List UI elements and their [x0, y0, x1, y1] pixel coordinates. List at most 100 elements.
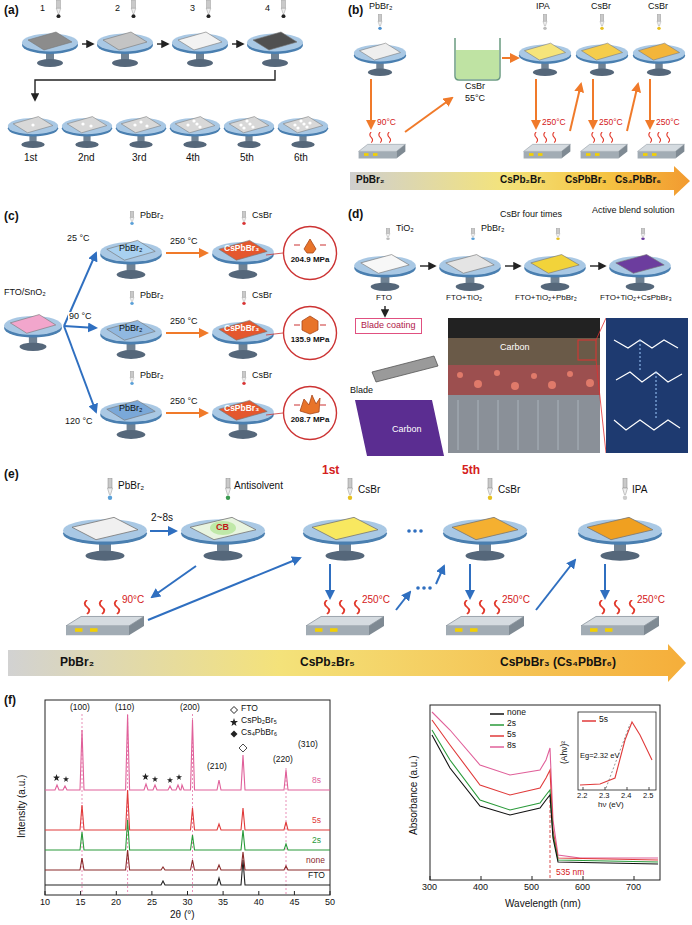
panel-e-art	[419, 529, 423, 533]
text-label: PbBr₂	[140, 211, 164, 221]
panel-b-art	[576, 43, 628, 76]
text-label: CsPbBr₃	[224, 244, 259, 253]
absorbance-chart	[430, 705, 660, 880]
text-label: CB	[216, 523, 229, 533]
text-label: 3	[190, 4, 195, 14]
text-label: 600	[575, 883, 590, 893]
text-label: PbBr₂	[369, 2, 393, 12]
text-label: (210)	[207, 762, 227, 771]
xrd-chart	[286, 768, 287, 895]
panel-d-art	[494, 370, 500, 376]
legend-text: 5s	[599, 715, 608, 724]
text-label: 45	[289, 898, 299, 908]
text-label: 30	[183, 898, 193, 908]
text-label: CsPbBr₃	[224, 404, 259, 413]
panel-b-art	[543, 14, 547, 30]
panel-e-art	[443, 517, 527, 560]
panel-e-art	[66, 600, 144, 635]
text-label: CsBr	[252, 291, 272, 301]
panel-e-art	[416, 586, 420, 590]
panel-e-art	[306, 600, 384, 635]
text-label: IPA	[632, 484, 647, 495]
panel-d-art	[448, 338, 600, 365]
panel-letter: (c)	[4, 210, 19, 223]
panel-e-art	[152, 566, 196, 597]
text-label: Cs₄PbBr₆	[615, 174, 661, 185]
panel-c-art	[100, 400, 162, 439]
text-label: 250°C	[637, 594, 665, 605]
panel-e-art	[488, 478, 493, 500]
panel-e-art	[407, 529, 432, 590]
text-label: 55°C	[465, 94, 485, 104]
panel-d-art	[448, 318, 600, 338]
panel-b-art	[350, 14, 690, 196]
text-label: 250 °C	[170, 397, 198, 407]
panel-c-art	[64, 326, 96, 412]
circle-outline	[284, 387, 337, 440]
panel-d-art	[558, 400, 559, 450]
panel-d-art	[590, 265, 605, 266]
panel-e-art	[150, 530, 176, 532]
text-label: Absorbance (a.u.)	[408, 756, 419, 836]
circle-outline	[282, 225, 338, 281]
circle-outline	[282, 305, 338, 361]
panel-c-art	[242, 291, 246, 305]
panel-a-art	[224, 117, 274, 149]
panel-a-art	[81, 122, 84, 125]
text-label: 90°C	[122, 594, 144, 605]
legend-diamond	[231, 706, 238, 713]
panel-c-art	[130, 211, 134, 225]
panel-e-art	[469, 564, 471, 598]
panel-d-art	[524, 255, 586, 291]
text-label: Wavelength (nm)	[505, 898, 581, 909]
text-label: 2.2	[577, 792, 587, 800]
panel-d-art	[354, 228, 688, 456]
legend-sample	[230, 730, 238, 738]
text-label: 3rd	[132, 152, 146, 163]
panel-a-art	[305, 125, 308, 128]
absorbance-chart	[578, 712, 656, 790]
panel-b-art	[581, 132, 628, 158]
panel-a-art	[89, 124, 92, 127]
panel-e-art	[348, 478, 353, 500]
panel-e-art	[210, 521, 236, 535]
panel-a-art	[31, 119, 311, 129]
panel-d-art	[498, 400, 499, 450]
panel-e-art	[581, 600, 659, 635]
stress-arrow	[294, 404, 326, 405]
absorbance-chart	[430, 876, 634, 880]
panel-c-art	[212, 240, 274, 279]
panel-letter: (f)	[4, 694, 16, 707]
legend-text: 5s	[507, 730, 516, 739]
panel-b-art	[354, 43, 406, 76]
text-label: (Ahν)²	[560, 741, 569, 764]
panel-c-art	[4, 315, 62, 351]
text-label: 2s	[312, 836, 321, 845]
panel-a-art	[206, 0, 211, 18]
panel-d-art	[458, 400, 578, 450]
text-label: FTO	[308, 871, 325, 880]
text-label: (200)	[180, 703, 200, 712]
panel-e-art	[63, 517, 147, 560]
panel-b-art	[519, 43, 571, 76]
panel-d-art	[578, 400, 579, 450]
text-label: 25 °C	[66, 234, 91, 244]
panel-a-art	[198, 125, 201, 128]
panel-e-art	[578, 517, 662, 560]
text-label: 40	[254, 898, 264, 908]
panel-d-art	[511, 382, 519, 390]
text-label: Intensity (a.u.)	[16, 775, 27, 838]
xrd-chart	[176, 774, 182, 780]
text-label: 2~8s	[151, 512, 173, 523]
panel-d-art	[386, 228, 390, 240]
panel-a-art	[8, 117, 58, 149]
crystal-grain	[300, 395, 320, 414]
xrd-chart	[45, 790, 330, 830]
panel-a-art	[31, 123, 34, 126]
panel-d-art	[384, 306, 385, 316]
text-label: CsPbBr₃	[224, 324, 259, 333]
panel-e-art	[148, 558, 300, 620]
legend-line	[490, 713, 504, 715]
panel-a-art	[245, 119, 248, 122]
